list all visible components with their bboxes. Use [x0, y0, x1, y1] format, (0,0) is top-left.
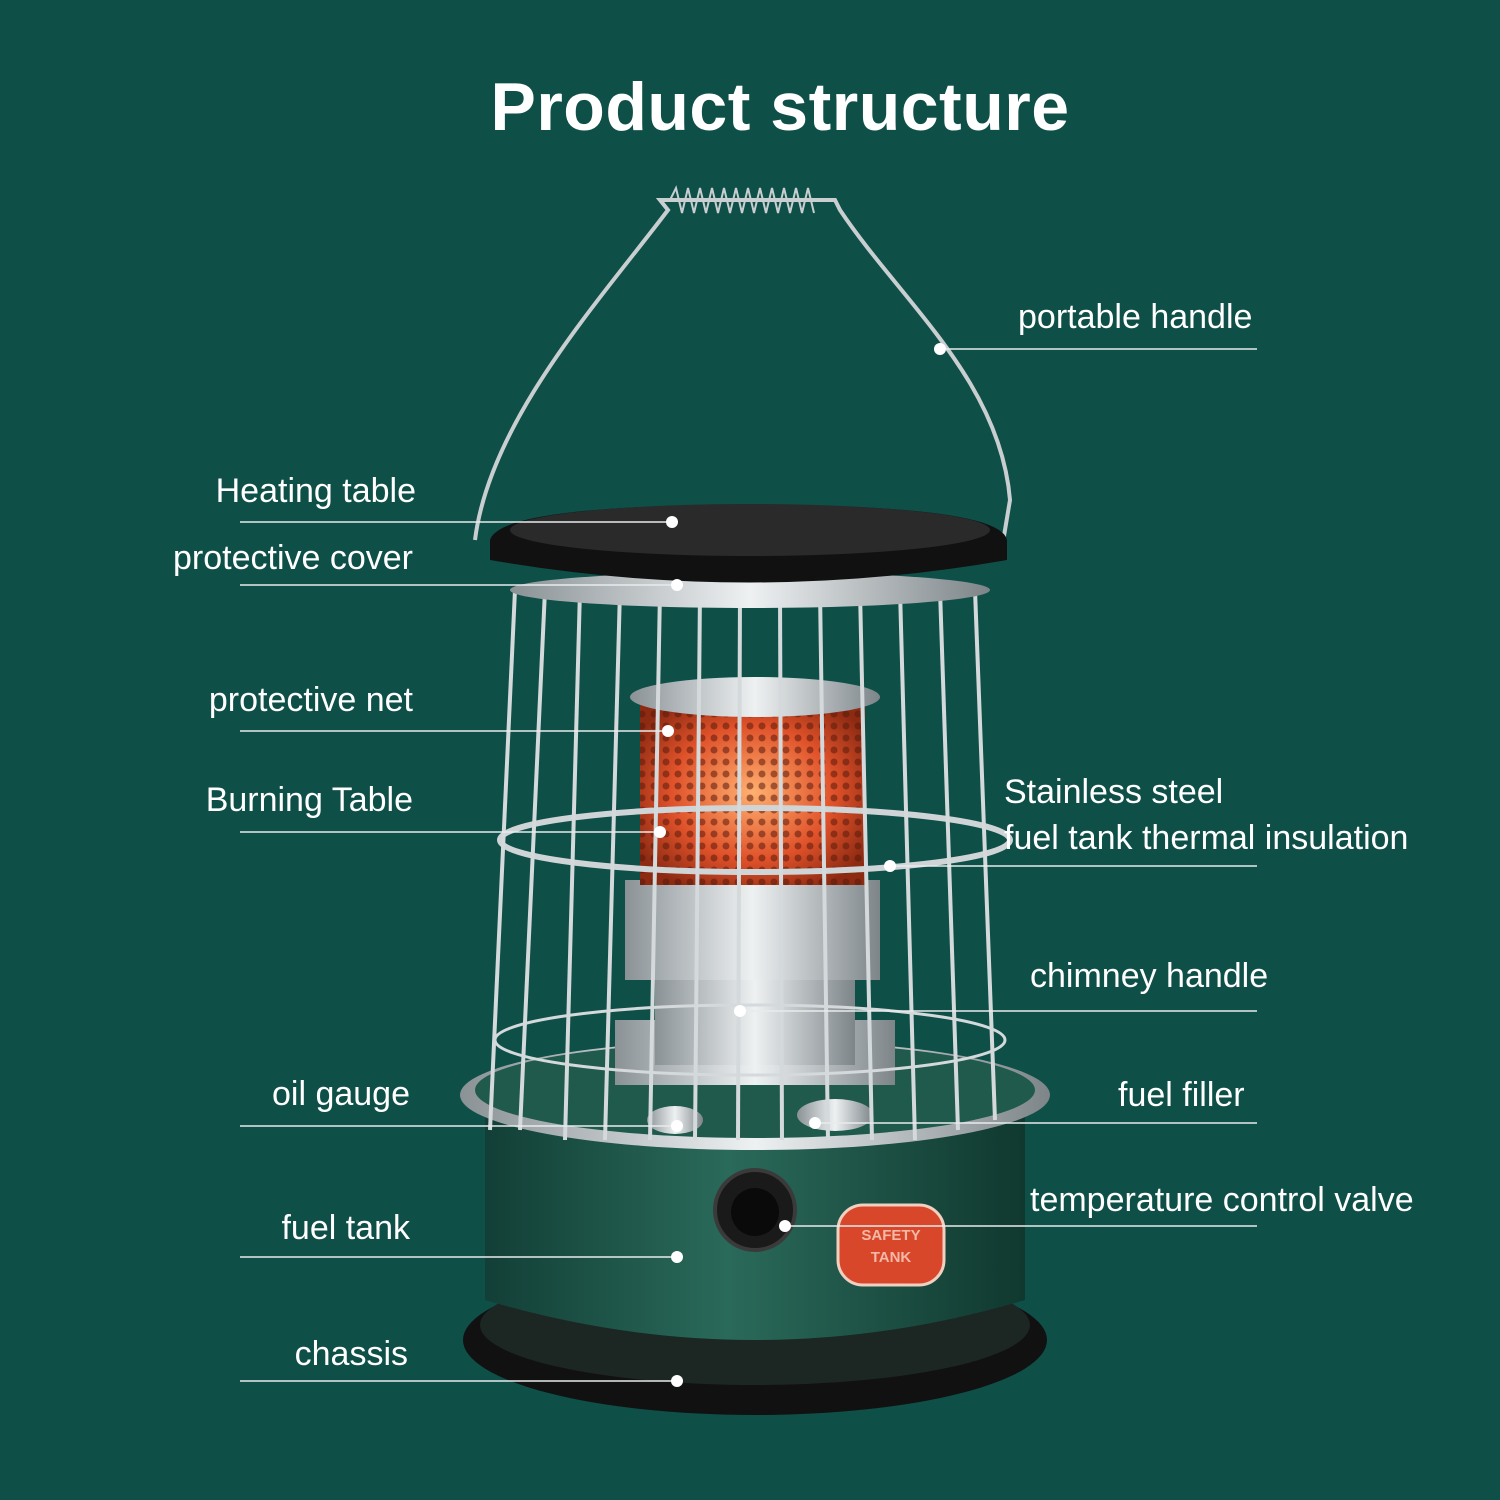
leader-dots: [654, 343, 946, 1387]
label-insulation-line2: fuel tank thermal insulation: [1004, 819, 1409, 857]
label-heating-table: Heating table: [215, 472, 416, 510]
page-title: Product structure: [490, 69, 1070, 145]
safety-tank-badge: SAFETY TANK: [836, 1203, 946, 1287]
oil-gauge: [647, 1106, 703, 1134]
label-temperature-control-valve: temperature control valve: [1030, 1181, 1414, 1219]
label-fuel-filler: fuel filler: [1118, 1076, 1245, 1114]
label-protective-net: protective net: [208, 681, 413, 719]
label-fuel-tank: fuel tank: [281, 1209, 410, 1247]
label-portable-handle: portable handle: [1018, 298, 1253, 336]
portable-handle: [473, 185, 1013, 561]
svg-text:SAFETY: SAFETY: [861, 1227, 920, 1244]
fuel-filler: [797, 1099, 873, 1131]
protective-net: [488, 589, 1007, 1141]
leader-lines: [240, 348, 1257, 1382]
label-chimney-handle: chimney handle: [1030, 957, 1269, 995]
label-protective-cover: protective cover: [173, 539, 413, 577]
label-insulation-line1: Stainless steel: [1004, 773, 1224, 811]
label-burning-table: Burning Table: [205, 781, 413, 819]
svg-text:TANK: TANK: [871, 1249, 912, 1266]
label-chassis: chassis: [294, 1335, 408, 1373]
label-oil-gauge: oil gauge: [271, 1075, 410, 1113]
